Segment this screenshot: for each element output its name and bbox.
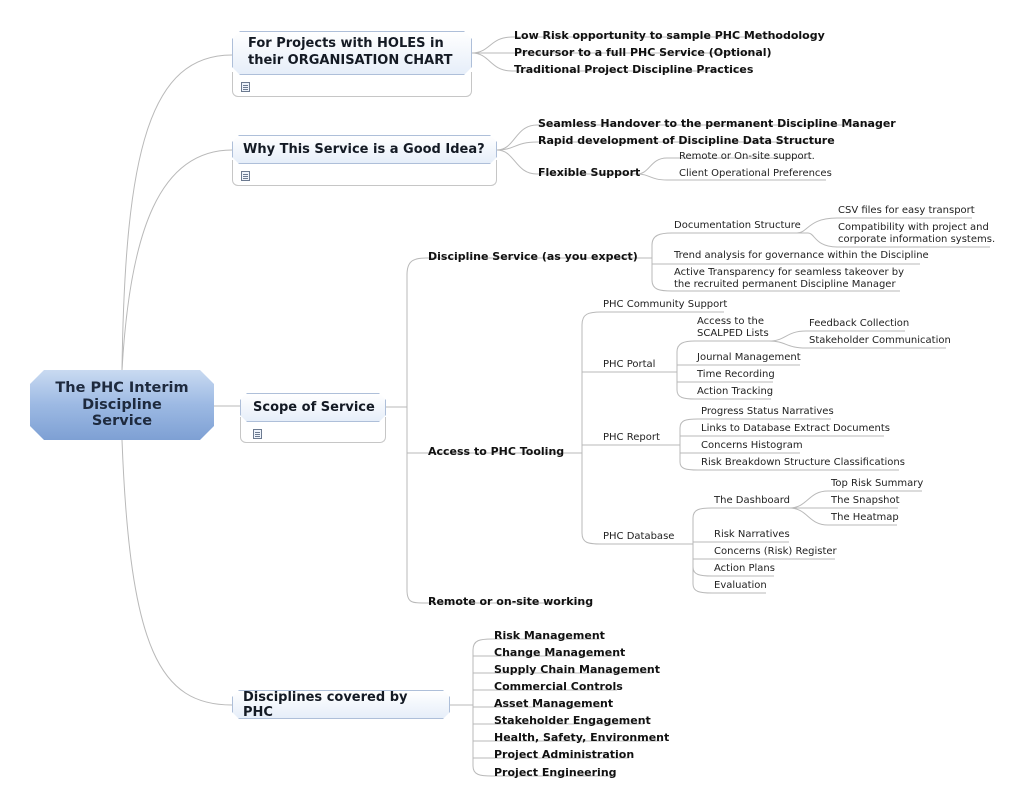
phc-report[interactable]: PHC Report — [603, 432, 660, 443]
portal-item[interactable]: Time Recording — [697, 369, 775, 380]
root-topic[interactable]: The PHC Interim Discipline Service — [30, 370, 214, 440]
portal-item[interactable]: Journal Management — [697, 352, 801, 363]
disciplines-title: Disciplines covered by PHC — [243, 689, 408, 720]
access-scalped-line-2[interactable]: SCALPED Lists — [697, 328, 769, 339]
discipline-item[interactable]: Change Management — [494, 646, 626, 659]
scalped-subitem[interactable]: Feedback Collection — [809, 318, 910, 329]
note-icon[interactable] — [253, 429, 262, 439]
topic-disciplines[interactable]: Disciplines covered by PHC — [232, 690, 450, 719]
access-phc-tooling[interactable]: Access to PHC Tooling — [428, 445, 565, 458]
note-icon[interactable] — [241, 171, 250, 181]
flexible-subitem[interactable]: Remote or On-site support. — [679, 151, 815, 162]
documentation-structure[interactable]: Documentation Structure — [674, 220, 801, 231]
phc-portal[interactable]: PHC Portal — [603, 359, 656, 370]
root-title-line-2: Discipline — [82, 396, 162, 413]
dashboard-item[interactable]: The Heatmap — [831, 512, 899, 523]
scope-note-box — [240, 417, 386, 443]
database-item[interactable]: Risk Narratives — [714, 529, 790, 540]
dashboard-item[interactable]: The Snapshot — [831, 495, 900, 506]
discipline-service[interactable]: Discipline Service (as you expect) — [428, 250, 638, 263]
phc-database[interactable]: PHC Database — [603, 531, 675, 542]
holes-item[interactable]: Traditional Project Discipline Practices — [514, 63, 754, 76]
why-title: Why This Service is a Good Idea? — [243, 142, 485, 157]
scope-title: Scope of Service — [253, 400, 375, 415]
discipline-item[interactable]: Commercial Controls — [494, 680, 623, 693]
discipline-item[interactable]: Supply Chain Management — [494, 663, 660, 676]
the-dashboard[interactable]: The Dashboard — [714, 495, 791, 506]
note-icon[interactable] — [241, 82, 250, 92]
why-item[interactable]: Seamless Handover to the permanent Disci… — [538, 117, 896, 130]
remote-onsite-working[interactable]: Remote or on-site working — [428, 595, 594, 608]
holes-note-box — [232, 72, 472, 97]
trend-analysis[interactable]: Trend analysis for governance within the… — [674, 250, 929, 261]
scalped-subitem[interactable]: Stakeholder Communication — [809, 335, 951, 346]
topic-holes[interactable]: For Projects with HOLES in their ORGANIS… — [232, 31, 472, 75]
holes-item[interactable]: Precursor to a full PHC Service (Optiona… — [514, 46, 772, 59]
flexible-subitem[interactable]: Client Operational Preferences — [679, 168, 832, 179]
report-item[interactable]: Links to Database Extract Documents — [701, 423, 890, 434]
holes-item[interactable]: Low Risk opportunity to sample PHC Metho… — [514, 29, 825, 42]
holes-title-line-2: their ORGANISATION CHART — [248, 53, 453, 68]
database-item[interactable]: Evaluation — [714, 580, 767, 591]
compatibility-line-1[interactable]: Compatibility with project and — [838, 222, 989, 233]
report-item[interactable]: Concerns Histogram — [701, 440, 803, 451]
access-scalped-line-1[interactable]: Access to the — [697, 316, 765, 327]
discipline-item[interactable]: Asset Management — [494, 697, 614, 710]
topic-scope[interactable]: Scope of Service — [240, 393, 386, 422]
topic-why[interactable]: Why This Service is a Good Idea? — [232, 135, 497, 164]
discipline-item[interactable]: Project Engineering — [494, 766, 617, 779]
discipline-item[interactable]: Risk Management — [494, 629, 605, 642]
report-item[interactable]: Risk Breakdown Structure Classifications — [701, 457, 905, 468]
why-item[interactable]: Rapid development of Discipline Data Str… — [538, 134, 835, 147]
active-transparency-line-1[interactable]: Active Transparency for seamless takeove… — [674, 267, 905, 278]
report-item[interactable]: Progress Status Narratives — [701, 406, 834, 417]
discipline-item[interactable]: Project Administration — [494, 748, 635, 761]
database-item[interactable]: Action Plans — [714, 563, 775, 574]
csv-files[interactable]: CSV files for easy transport — [838, 205, 975, 216]
phc-community-support[interactable]: PHC Community Support — [603, 299, 728, 310]
holes-title-line-1: For Projects with HOLES in — [248, 36, 444, 52]
database-item[interactable]: Concerns (Risk) Register — [714, 546, 837, 557]
why-item-flexible[interactable]: Flexible Support — [538, 166, 641, 179]
discipline-item[interactable]: Health, Safety, Environment — [494, 731, 670, 744]
root-title-line-3: Service — [91, 413, 153, 430]
active-transparency-line-2[interactable]: the recruited permanent Discipline Manag… — [674, 279, 896, 290]
compatibility-line-2[interactable]: corporate information systems. — [838, 234, 996, 245]
discipline-item[interactable]: Stakeholder Engagement — [494, 714, 651, 727]
portal-item[interactable]: Action Tracking — [697, 386, 774, 397]
dashboard-item[interactable]: Top Risk Summary — [831, 478, 924, 489]
why-note-box — [232, 160, 497, 186]
root-title-line-1: The PHC Interim — [55, 379, 189, 396]
